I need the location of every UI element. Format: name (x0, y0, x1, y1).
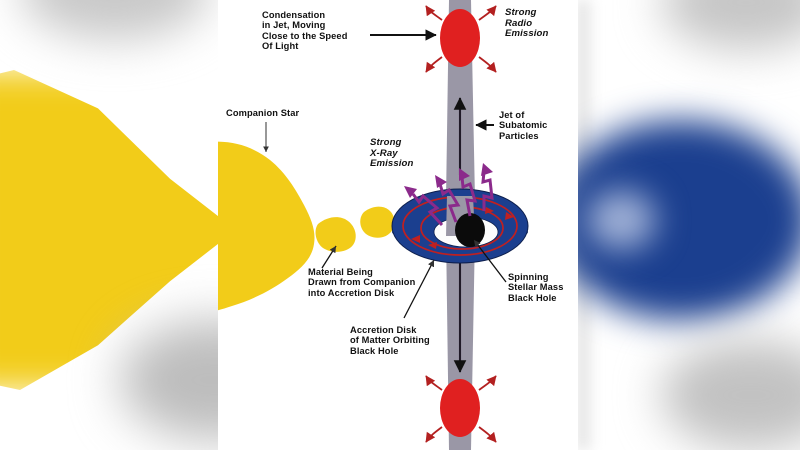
label-strong-xray-emission: Strong X-Ray Emission (370, 137, 414, 170)
blurred-grey-smudge-top-left (20, 0, 210, 40)
companion-star (218, 141, 315, 311)
black-hole (455, 213, 485, 247)
blurred-grey-smudge-bottom-left (120, 320, 220, 440)
condensation-blob-upper (425, 5, 497, 73)
diagram-panel: Condensation in Jet, Moving Close to the… (218, 0, 578, 450)
leader-black-hole (473, 239, 507, 283)
label-jet-subatomic-particles: Jet of Subatomic Particles (499, 110, 548, 141)
blurred-grey-smudge-bottom-right (661, 340, 800, 450)
leader-material-drawn (321, 245, 337, 269)
blurred-grey-smudge-top-right (661, 0, 800, 50)
label-companion-star: Companion Star (226, 108, 300, 118)
blurred-background-left (0, 0, 220, 450)
label-material-being-drawn: Material Being Drawn from Companion into… (308, 267, 416, 298)
blurred-background-right (576, 0, 800, 450)
label-condensation: Condensation in Jet, Moving Close to the… (262, 10, 348, 52)
accretion-stream (315, 206, 395, 252)
label-strong-radio-emission: Strong Radio Emission (505, 7, 549, 40)
label-accretion-disk: Accretion Disk of Matter Orbiting Black … (350, 325, 430, 356)
xray-emission-arrows (404, 163, 494, 227)
condensation-blob-lower (425, 375, 497, 443)
label-spinning-black-hole: Spinning Stellar Mass Black Hole (508, 272, 564, 303)
blurred-disk-core (586, 190, 656, 250)
leader-accretion-disk (403, 259, 435, 319)
